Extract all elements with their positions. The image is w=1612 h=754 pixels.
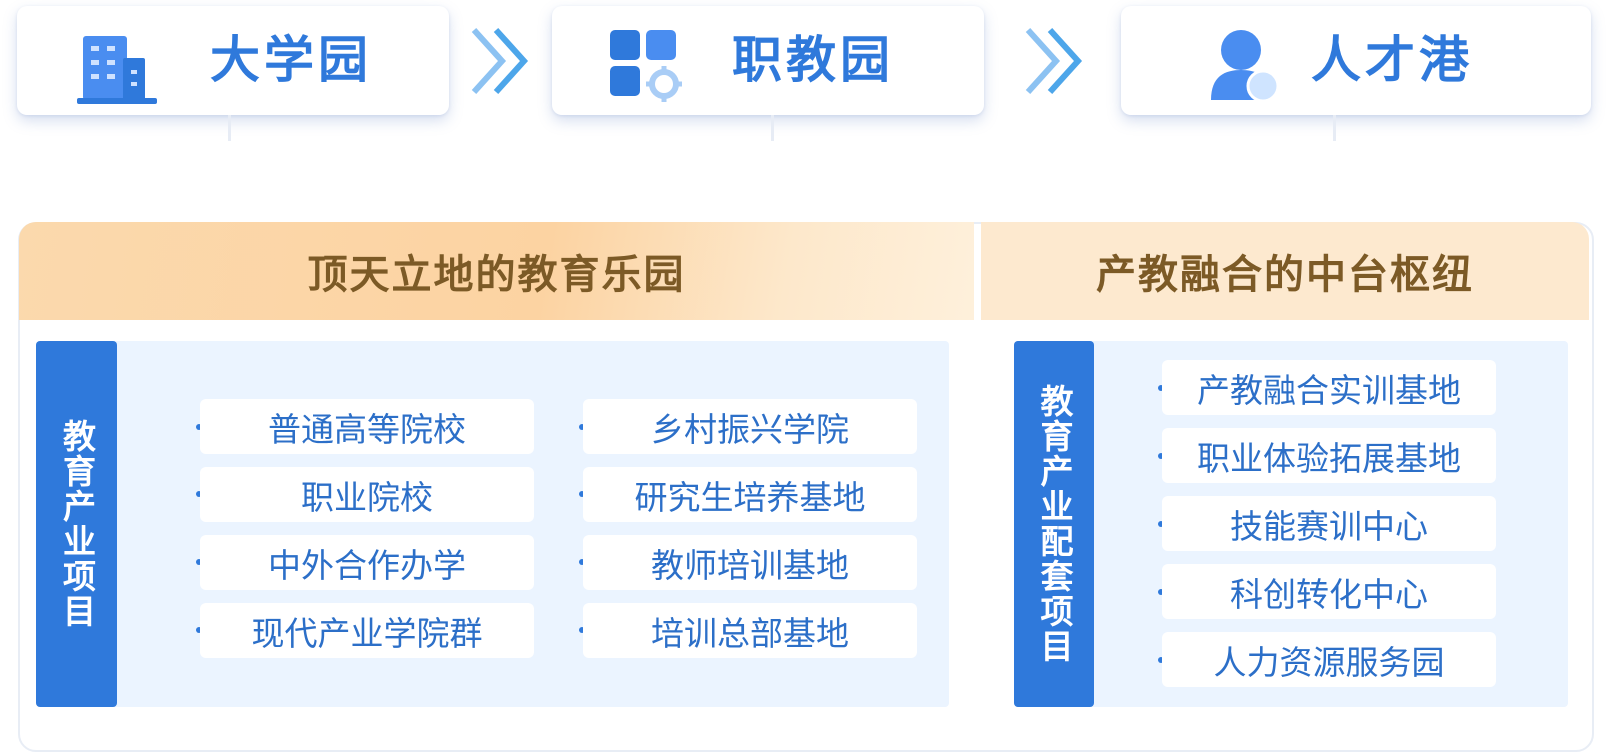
bullet	[579, 559, 585, 565]
list-item: 科创转化中心	[1162, 564, 1496, 619]
bullet	[196, 424, 202, 430]
bullet	[196, 627, 202, 633]
left-section-heading: 顶天立地的教育乐园	[19, 222, 974, 320]
list-item: 研究生培养基地	[583, 467, 917, 522]
stage-stem	[228, 115, 231, 141]
stage-card-university-park: 大学园	[17, 6, 449, 115]
bullet	[579, 627, 585, 633]
list-item: 普通高等院校	[200, 399, 534, 454]
building-icon	[77, 36, 157, 104]
apps-gear-icon	[610, 30, 682, 102]
bullet	[196, 491, 202, 497]
right-section-heading: 产教融合的中台枢纽	[981, 222, 1589, 320]
right-side-label: 教育产业配套项目	[1014, 341, 1094, 707]
stage-card-talent-hub: 人才港	[1121, 6, 1591, 115]
stage-stem	[771, 115, 774, 141]
bullet	[1158, 521, 1164, 527]
bullet	[1158, 453, 1164, 459]
bullet	[1158, 657, 1164, 663]
list-item: 技能赛训中心	[1162, 496, 1496, 551]
bullet	[579, 424, 585, 430]
bullet	[579, 491, 585, 497]
bullet	[196, 559, 202, 565]
stage-stem	[1333, 115, 1336, 141]
list-item: 职业院校	[200, 467, 534, 522]
left-side-label: 教育产业项目	[36, 341, 117, 707]
list-item: 中外合作办学	[200, 535, 534, 590]
user-icon	[1211, 30, 1280, 103]
list-item: 乡村振兴学院	[583, 399, 917, 454]
double-chevron-right-icon	[1025, 27, 1083, 95]
double-chevron-right-icon	[471, 27, 529, 95]
bullet	[1158, 589, 1164, 595]
bullet	[1158, 385, 1164, 391]
list-item: 人力资源服务园	[1162, 632, 1496, 687]
list-item: 教师培训基地	[583, 535, 917, 590]
list-item: 现代产业学院群	[200, 603, 534, 658]
stage-title: 大学园	[210, 31, 372, 89]
list-item: 培训总部基地	[583, 603, 917, 658]
stage-card-vocational-park: 职教园	[552, 6, 984, 115]
list-item: 职业体验拓展基地	[1162, 428, 1496, 483]
list-item: 产教融合实训基地	[1162, 360, 1496, 415]
stage-title: 职教园	[732, 31, 894, 89]
stage-title: 人才港	[1311, 31, 1473, 89]
